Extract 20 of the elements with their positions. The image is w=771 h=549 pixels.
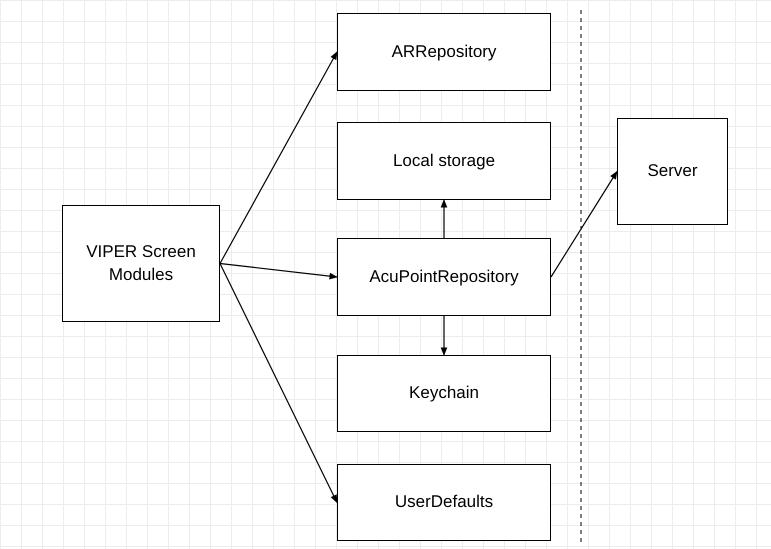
arrow bbox=[440, 316, 448, 356]
arrow bbox=[219, 263, 338, 504]
process-box bbox=[617, 118, 728, 225]
process-box bbox=[337, 355, 551, 432]
arrow bbox=[440, 199, 448, 238]
box-label: ARRepository bbox=[392, 40, 496, 63]
box-label: AcuPointRepository bbox=[369, 266, 519, 288]
arrow bbox=[219, 51, 338, 264]
box-label: Keychain bbox=[409, 382, 479, 404]
box-label: Local storage bbox=[392, 150, 496, 172]
process-box bbox=[337, 122, 551, 200]
box-label: Server bbox=[647, 160, 698, 182]
box-label: VIPER Screen Modules bbox=[85, 240, 197, 286]
process-box bbox=[337, 464, 551, 541]
process-box bbox=[62, 205, 220, 322]
process-box bbox=[337, 13, 551, 91]
arrow bbox=[550, 170, 618, 278]
arrow bbox=[220, 262, 338, 280]
box-label: UserDefaults bbox=[394, 491, 494, 514]
process-box bbox=[337, 238, 551, 316]
